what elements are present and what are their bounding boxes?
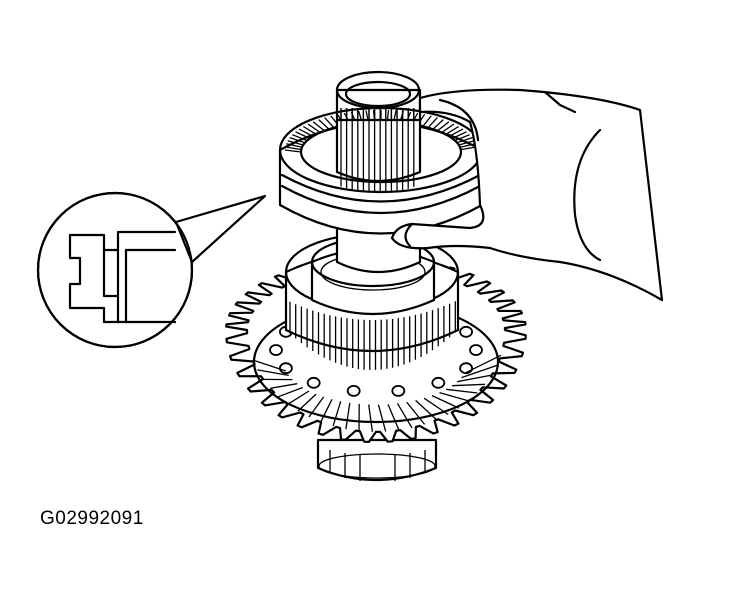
gear-hole xyxy=(269,344,283,356)
gear-hole xyxy=(278,362,293,375)
gear-hole xyxy=(391,384,406,397)
clutch-sleeve xyxy=(278,106,484,235)
gear-hole xyxy=(469,344,483,356)
figure-code-label: G02992091 xyxy=(40,508,144,529)
gear-hole xyxy=(459,325,474,338)
gear-hole xyxy=(459,362,474,375)
gear-hole xyxy=(306,376,321,389)
gear-hole xyxy=(346,384,361,397)
gear-hole xyxy=(431,376,446,389)
detail-callout-icon xyxy=(36,191,267,349)
lower-hub xyxy=(316,438,438,482)
hand-icon xyxy=(390,88,664,302)
